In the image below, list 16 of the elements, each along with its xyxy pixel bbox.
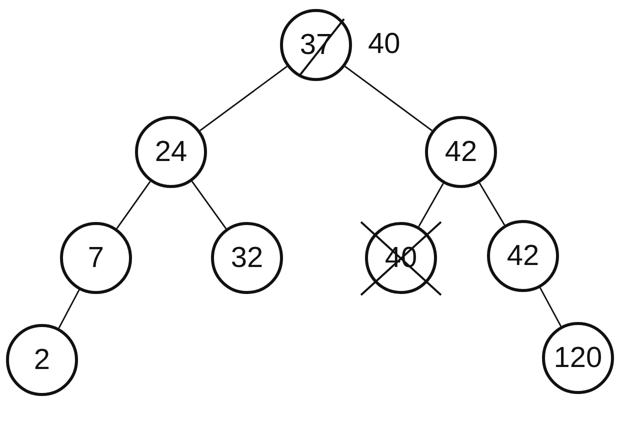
node-value: 7 [88,244,104,272]
tree-edge [116,180,151,230]
node-value: 120 [554,344,602,372]
node-value: 42 [506,242,540,270]
node-value: 42 [444,138,478,166]
tree-edge [344,66,432,132]
node-value: 32 [230,244,264,272]
tree-edge [418,182,444,228]
tree-edge [58,289,80,329]
tree-edge [191,180,227,230]
replacement-value: 40 [368,30,400,59]
node-value: 24 [154,138,188,166]
tree-edge [539,287,562,327]
node-value: 2 [34,346,50,374]
tree-edge [478,182,506,226]
tree-edge [200,66,288,132]
